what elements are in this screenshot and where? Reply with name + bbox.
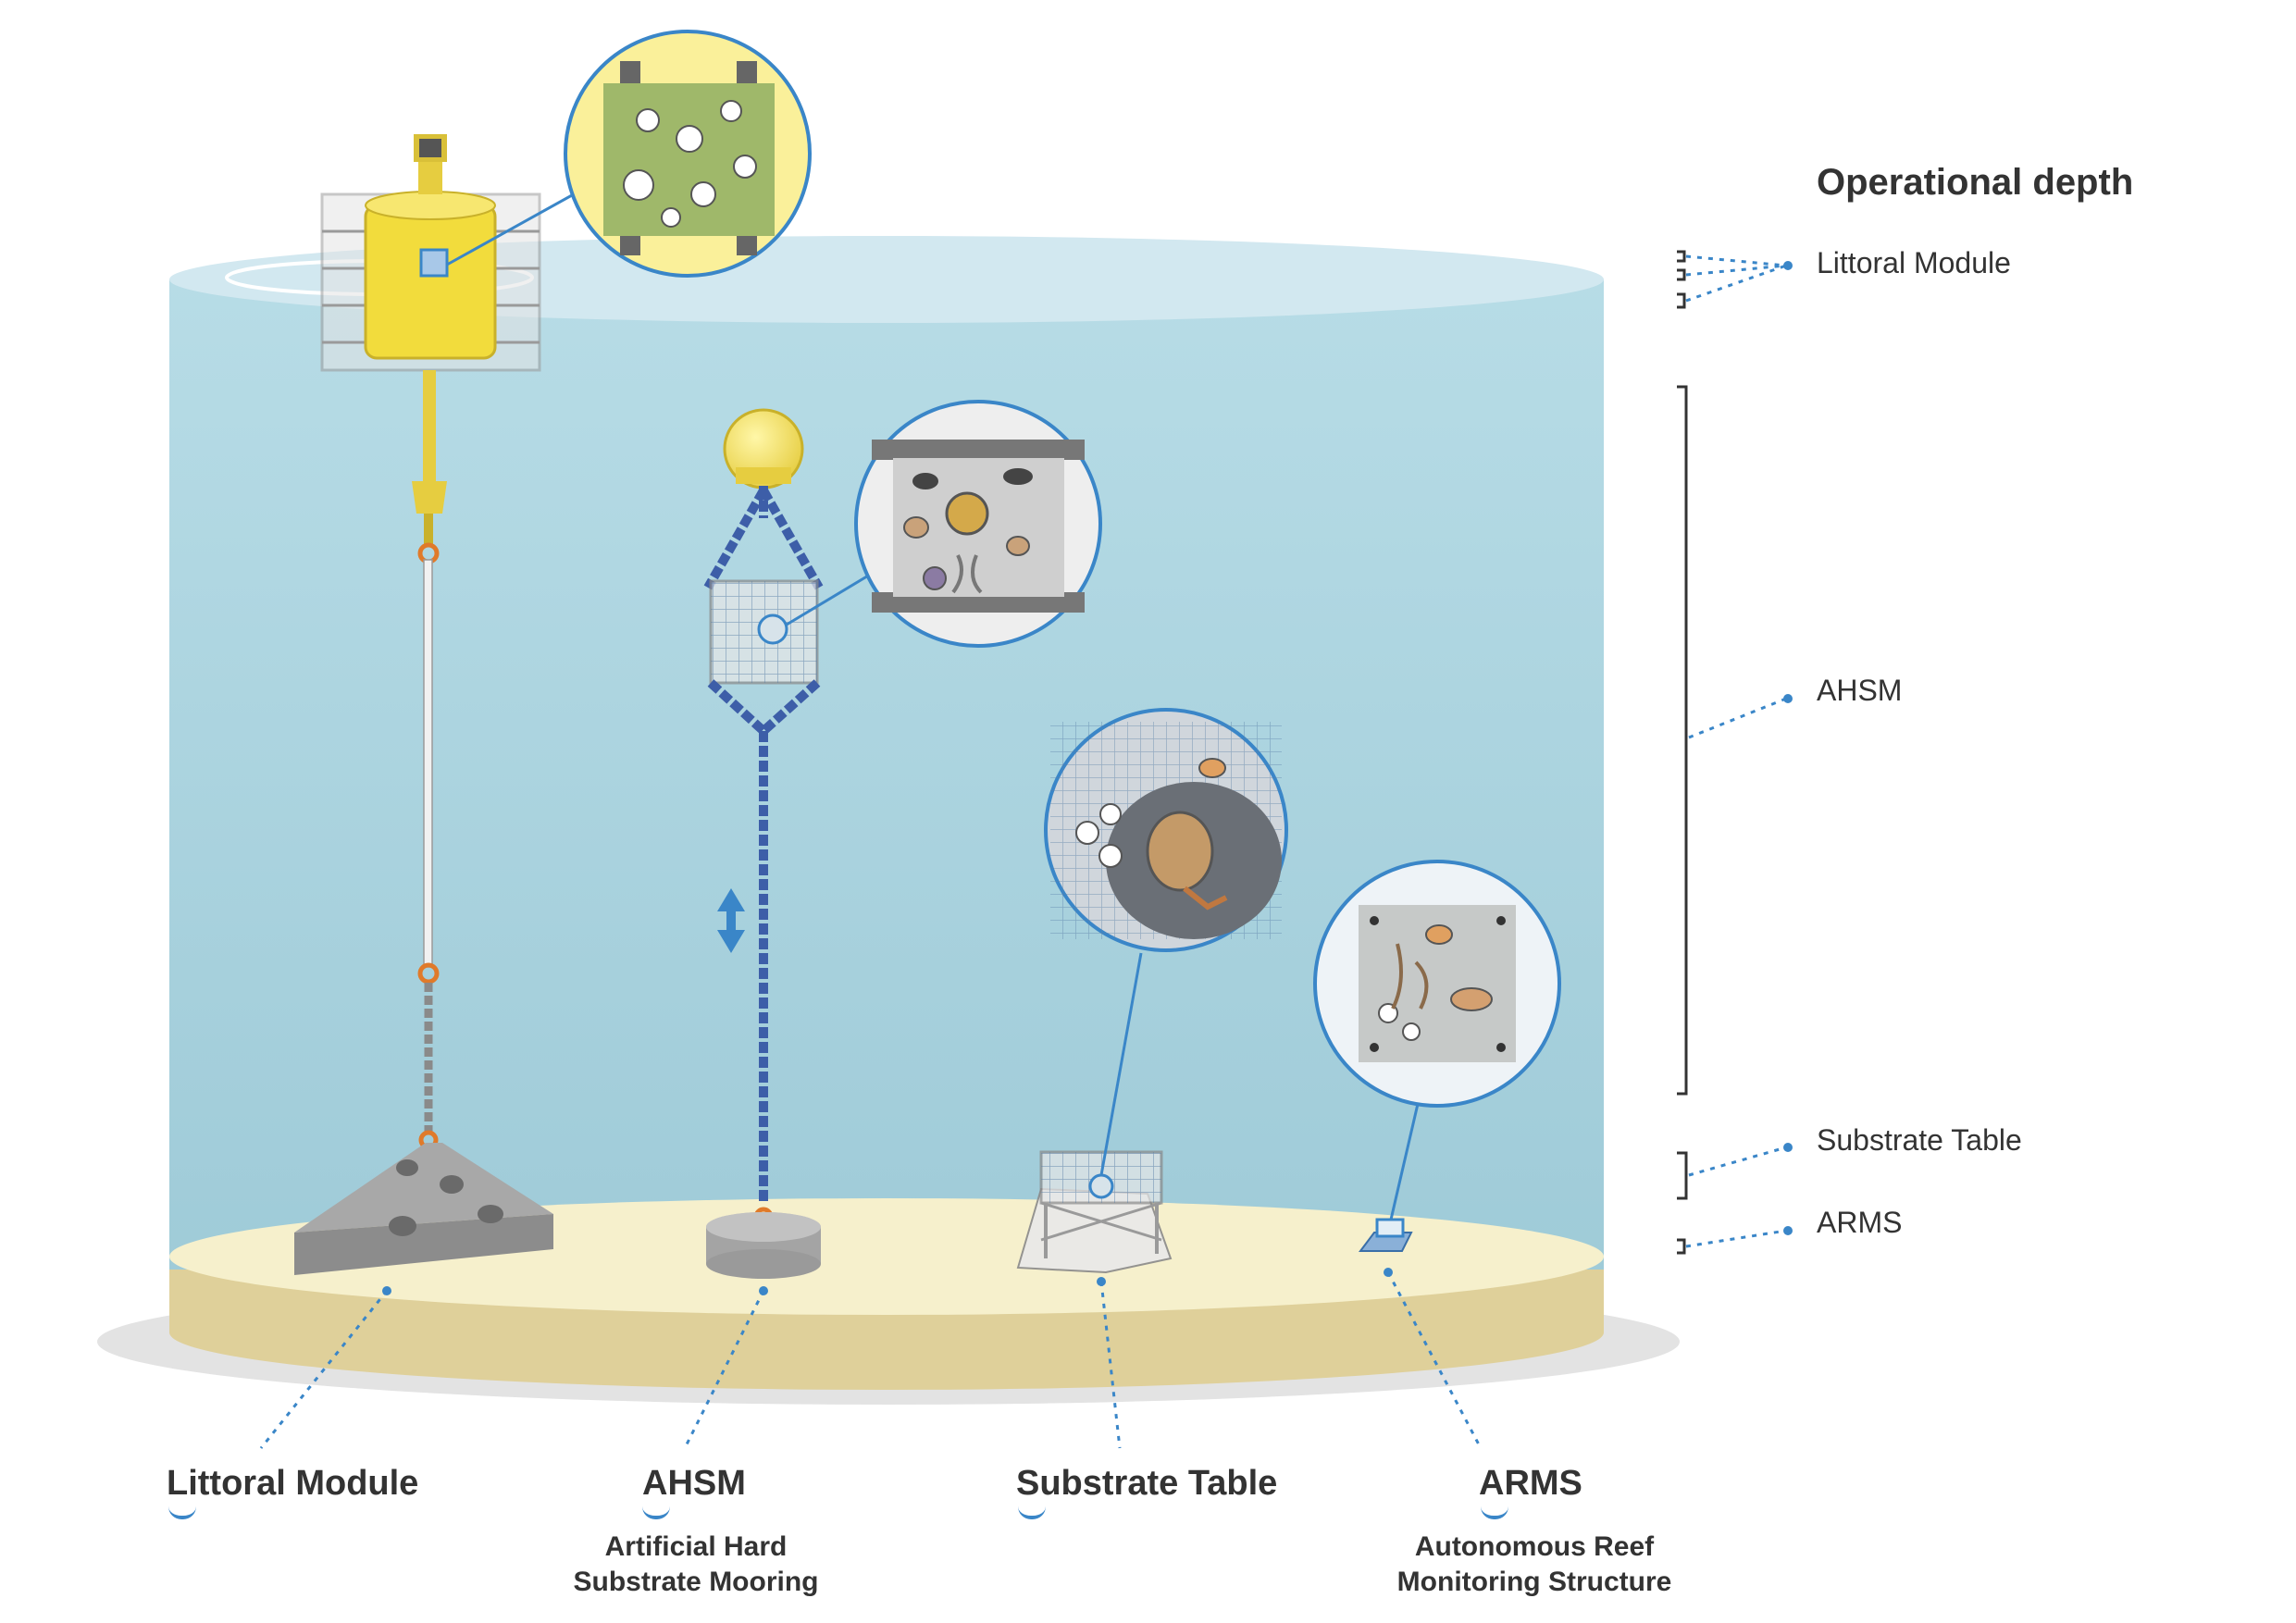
legend-item-arms: ARMS	[1817, 1206, 1903, 1239]
module-name-arms: ARMS	[1479, 1464, 1582, 1503]
littoral-module-structure	[225, 134, 553, 1275]
module-subtitle-arms-line2: Monitoring Structure	[1396, 1567, 1672, 1597]
module-underline	[168, 1506, 196, 1519]
littoral-magnifier	[564, 30, 812, 278]
legend-item-substrate-table: Substrate Table	[1817, 1123, 2022, 1157]
depth-brackets	[1677, 250, 1688, 1255]
water-column	[169, 279, 1604, 1270]
arms-magnifier	[1313, 860, 1561, 1108]
ahsm-magnifier	[854, 400, 1102, 648]
module-name-substrate-table: Substrate Table	[1016, 1464, 1278, 1503]
depth-leaders	[1685, 254, 1787, 1248]
substrate-table-magnifier	[1044, 708, 1288, 952]
module-underline	[1018, 1506, 1046, 1519]
ahsm-structure	[703, 408, 824, 1279]
substrate-table-structure	[1016, 1150, 1173, 1274]
module-underline	[642, 1506, 670, 1519]
module-subtitle-ahsm-line2: Substrate Mooring	[573, 1567, 819, 1597]
legend-item-littoral-module: Littoral Module	[1817, 246, 2011, 279]
legend-item-ahsm: AHSM	[1817, 674, 1903, 707]
module-subtitle-arms-line1: Autonomous Reef	[1414, 1531, 1655, 1562]
module-name-littoral-module: Littoral Module	[167, 1464, 419, 1503]
label-leaders	[259, 1271, 1483, 1449]
module-name-ahsm: AHSM	[642, 1464, 746, 1503]
arms-structure	[1359, 1218, 1413, 1252]
legend-heading: Operational depth	[1817, 162, 2134, 203]
module-subtitle-ahsm-line1: Artificial Hard	[604, 1531, 788, 1562]
module-underline	[1481, 1506, 1508, 1519]
